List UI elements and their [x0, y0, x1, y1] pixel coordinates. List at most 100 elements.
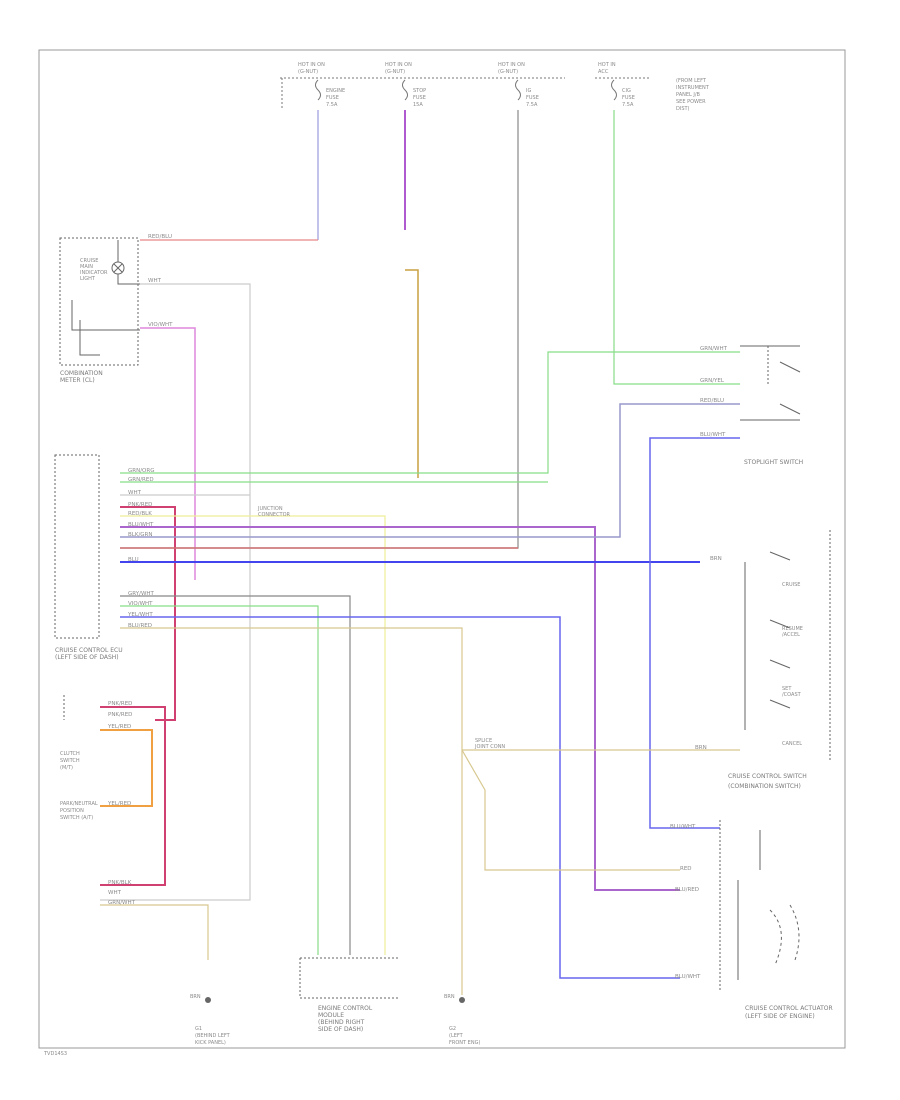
svg-text:RED/BLU: RED/BLU	[148, 234, 172, 240]
svg-text:JUNCTION: JUNCTION	[257, 506, 283, 512]
svg-text:PNK/BLK: PNK/BLK	[108, 880, 132, 886]
svg-text:YEL/RED: YEL/RED	[107, 724, 131, 730]
wire-ecu-p10	[120, 595, 351, 955]
svg-text:BLU: BLU	[128, 557, 139, 563]
svg-text:GRN/WHT: GRN/WHT	[700, 346, 728, 352]
wire-ecu-p6	[120, 526, 680, 891]
fuse-note: (FROM LEFT INSTRUMENT PANEL J/B SEE POWE…	[676, 78, 710, 112]
svg-text:BLU/RED: BLU/RED	[675, 887, 699, 893]
svg-text:FUSE: FUSE	[622, 95, 635, 101]
svg-text:GRN/RED: GRN/RED	[128, 477, 154, 483]
fuse-stop: HOT IN ON (G-NUT) STOP FUSE 15A	[385, 62, 426, 108]
svg-text:LIGHT: LIGHT	[80, 276, 96, 282]
svg-text:(BEHIND RIGHT: (BEHIND RIGHT	[318, 1019, 365, 1026]
svg-text:INSTRUMENT: INSTRUMENT	[676, 85, 710, 91]
svg-text:FUSE: FUSE	[526, 95, 539, 101]
svg-text:FUSE: FUSE	[326, 95, 339, 101]
svg-text:(G-NUT): (G-NUT)	[298, 69, 318, 75]
svg-text:(M/T): (M/T)	[60, 765, 73, 771]
splice-labels: JUNCTION CONNECTOR SPLICE JOINT CONN	[257, 506, 505, 750]
svg-text:HOT IN ON: HOT IN ON	[498, 62, 525, 68]
wire-ecu-p7	[120, 403, 740, 538]
wire-ecu-p11	[120, 605, 319, 955]
svg-text:PARK/NEUTRAL: PARK/NEUTRAL	[60, 801, 98, 807]
svg-text:IG: IG	[526, 88, 531, 94]
svg-text:CRUISE: CRUISE	[782, 582, 800, 588]
svg-text:CLUTCH: CLUTCH	[60, 751, 80, 757]
fuse-engine: HOT IN ON (G-NUT) ENGINE FUSE 7.5A	[298, 62, 345, 108]
svg-text:CRUISE: CRUISE	[80, 258, 98, 264]
svg-text:(BEHIND LEFT: (BEHIND LEFT	[195, 1033, 231, 1039]
svg-text:CRUISE CONTROL SWITCH: CRUISE CONTROL SWITCH	[728, 773, 807, 780]
svg-text:(G-NUT): (G-NUT)	[498, 69, 518, 75]
svg-text:WHT: WHT	[108, 890, 122, 896]
svg-text:FUSE: FUSE	[413, 95, 426, 101]
svg-text:/ACCEL: /ACCEL	[782, 632, 800, 638]
svg-text:ENGINE: ENGINE	[326, 88, 345, 94]
svg-text:7.5A: 7.5A	[622, 102, 634, 108]
svg-text:BRN: BRN	[695, 745, 707, 751]
wire-meter-white	[100, 283, 251, 901]
svg-text:G1: G1	[195, 1026, 202, 1032]
svg-text:PANEL J/B: PANEL J/B	[676, 92, 701, 98]
svg-text:CRUISE CONTROL ECU: CRUISE CONTROL ECU	[55, 647, 123, 654]
svg-text:INDICATOR: INDICATOR	[80, 270, 108, 276]
svg-text:MAIN: MAIN	[80, 264, 93, 270]
image-id: TVD14S3	[43, 1051, 67, 1057]
svg-text:GRY/WHT: GRY/WHT	[128, 591, 155, 597]
svg-text:SET: SET	[782, 686, 792, 692]
svg-text:ENGINE CONTROL: ENGINE CONTROL	[318, 1005, 373, 1012]
svg-text:CANCEL: CANCEL	[782, 741, 802, 747]
wire-ls-grn	[100, 904, 209, 960]
combination-meter: COMBINATION METER (CL) CRUISE MAIN INDIC…	[59, 234, 173, 384]
svg-text:GRN/YEL: GRN/YEL	[700, 378, 725, 384]
wire-stop-blu	[649, 437, 740, 829]
diagram-frame	[38, 49, 846, 1049]
wire-meter-violet	[140, 327, 196, 580]
svg-text:(G-NUT): (G-NUT)	[385, 69, 405, 75]
svg-text:7.5A: 7.5A	[326, 102, 338, 108]
wire-ecu-p1	[120, 351, 740, 474]
cruise-control-ecu: CRUISE CONTROL ECU (LEFT SIDE OF DASH) G…	[54, 454, 155, 661]
wire-ls-yel	[100, 729, 153, 807]
svg-text:ACC: ACC	[598, 69, 609, 75]
engine-control-module: ENGINE CONTROL MODULE (BEHIND RIGHT SIDE…	[299, 957, 400, 1033]
svg-text:GRN/WHT: GRN/WHT	[108, 900, 136, 906]
svg-text:STOPLIGHT SWITCH: STOPLIGHT SWITCH	[744, 459, 803, 466]
svg-text:WHT: WHT	[148, 278, 162, 284]
wire-stop-lower	[405, 269, 419, 478]
svg-text:VIO/WHT: VIO/WHT	[148, 322, 173, 328]
svg-text:SPLICE: SPLICE	[475, 738, 492, 744]
svg-text:G2: G2	[449, 1026, 456, 1032]
svg-text:(FROM LEFT: (FROM LEFT	[676, 78, 707, 84]
svg-text:BLU/RED: BLU/RED	[128, 623, 152, 629]
svg-text:COMBINATION: COMBINATION	[60, 370, 103, 377]
wire-ecu-p12	[120, 616, 680, 979]
svg-text:METER (CL): METER (CL)	[60, 377, 95, 384]
ecu-pin-labels: GRN/ORG GRN/RED WHT PNK/RED RED/BLK BLU/…	[127, 468, 155, 629]
ground-g1: BRN G1 (BEHIND LEFT KICK PANEL)	[190, 994, 231, 1046]
svg-text:RED/BLK: RED/BLK	[128, 511, 152, 517]
svg-text:SWITCH (A/T): SWITCH (A/T)	[60, 815, 93, 821]
svg-text:YEL/WHT: YEL/WHT	[127, 612, 153, 618]
svg-text:BRN: BRN	[710, 556, 722, 562]
ground-g2: BRN G2 (LEFT FRONT ENG)	[444, 994, 480, 1046]
svg-text:(COMBINATION SWITCH): (COMBINATION SWITCH)	[728, 783, 801, 790]
svg-text:7.5A: 7.5A	[526, 102, 538, 108]
fuse-bus	[280, 77, 650, 110]
svg-text:GRN/ORG: GRN/ORG	[128, 468, 154, 474]
svg-text:/COAST: /COAST	[782, 692, 802, 698]
wire-ecu-p13	[120, 627, 463, 995]
wire-ecu-p5	[120, 515, 386, 955]
fuse-cig: HOT IN ACC CIG FUSE 7.5A	[598, 62, 635, 108]
svg-text:SWITCH: SWITCH	[60, 758, 80, 764]
svg-text:BLU/WHT: BLU/WHT	[128, 522, 154, 528]
svg-text:BLU/WHT: BLU/WHT	[670, 824, 696, 830]
svg-text:PNK/RED: PNK/RED	[128, 502, 152, 508]
svg-text:SEE POWER: SEE POWER	[676, 99, 706, 105]
wires	[100, 110, 740, 995]
svg-text:SIDE OF DASH): SIDE OF DASH)	[318, 1026, 363, 1033]
svg-text:PNK/RED: PNK/RED	[108, 712, 132, 718]
svg-text:BLU/WHT: BLU/WHT	[700, 432, 726, 438]
